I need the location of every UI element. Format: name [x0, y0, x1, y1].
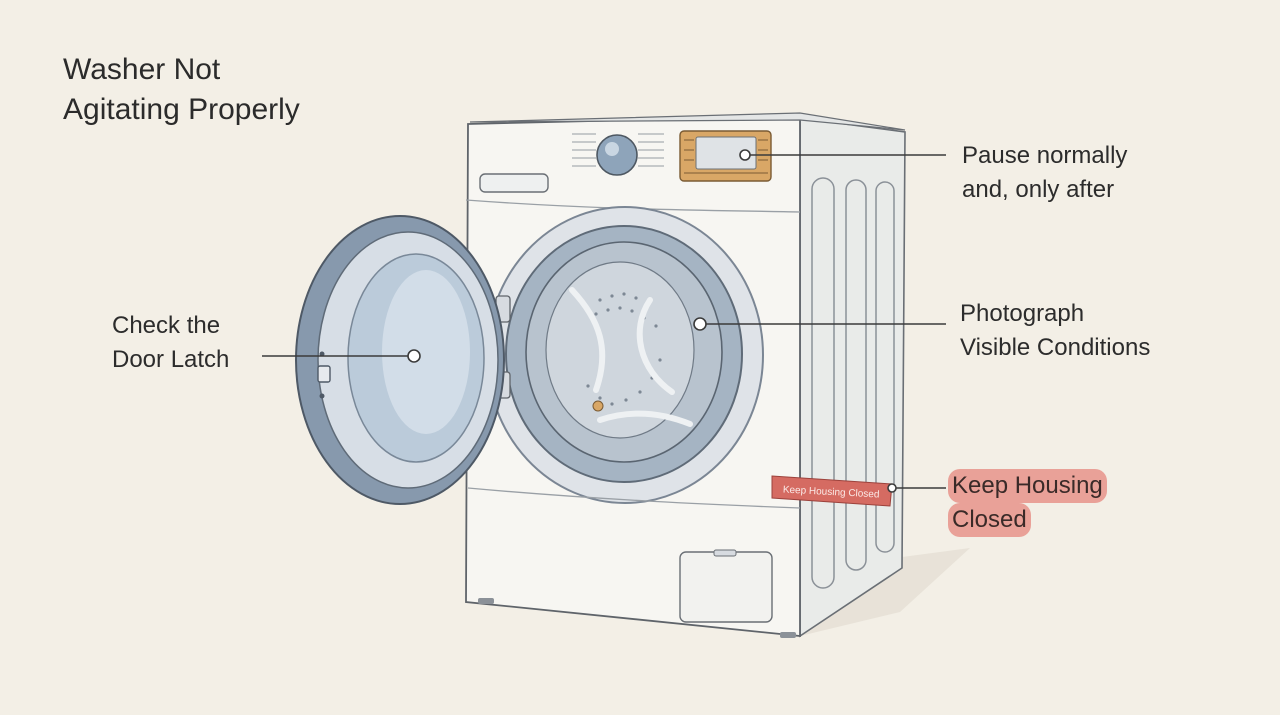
callout-door-line-2: Door Latch — [112, 346, 230, 373]
leader-dot-control-panel — [739, 149, 751, 161]
housing-warning-tape — [771, 475, 893, 507]
callout-housing-line-2: Closed — [948, 503, 1031, 537]
callout-drum: Photograph Visible Conditions — [960, 297, 1150, 365]
leader-dot-drum — [693, 317, 707, 331]
program-knob — [596, 134, 638, 176]
filter-access-panel — [679, 551, 773, 623]
diagram-title: Washer Not Agitating Properly — [63, 50, 300, 130]
callout-door: Check the Door Latch — [112, 309, 229, 377]
housing-tape-text: Keep Housing Closed — [783, 484, 880, 500]
leader-dot-housing — [887, 483, 897, 493]
title-line-1: Washer Not — [63, 53, 221, 86]
callout-drum-line-1: Photograph — [960, 300, 1085, 327]
callout-control-panel-line-2: and, only after — [962, 176, 1115, 203]
detergent-drawer — [479, 173, 549, 193]
washer-side-panel — [799, 117, 906, 638]
callout-drum-line-2: Visible Conditions — [960, 334, 1151, 361]
title-line-2: Agitating Properly — [63, 93, 300, 126]
callout-door-line-1: Check the — [112, 312, 221, 339]
leader-dot-door — [407, 349, 421, 363]
callout-housing: Keep Housing Closed — [948, 469, 1107, 537]
callout-control-panel: Pause normally and, only after — [962, 139, 1127, 207]
callout-control-panel-line-1: Pause normally — [962, 142, 1128, 169]
callout-housing-line-1: Keep Housing — [948, 469, 1107, 503]
door-latch — [317, 365, 331, 383]
